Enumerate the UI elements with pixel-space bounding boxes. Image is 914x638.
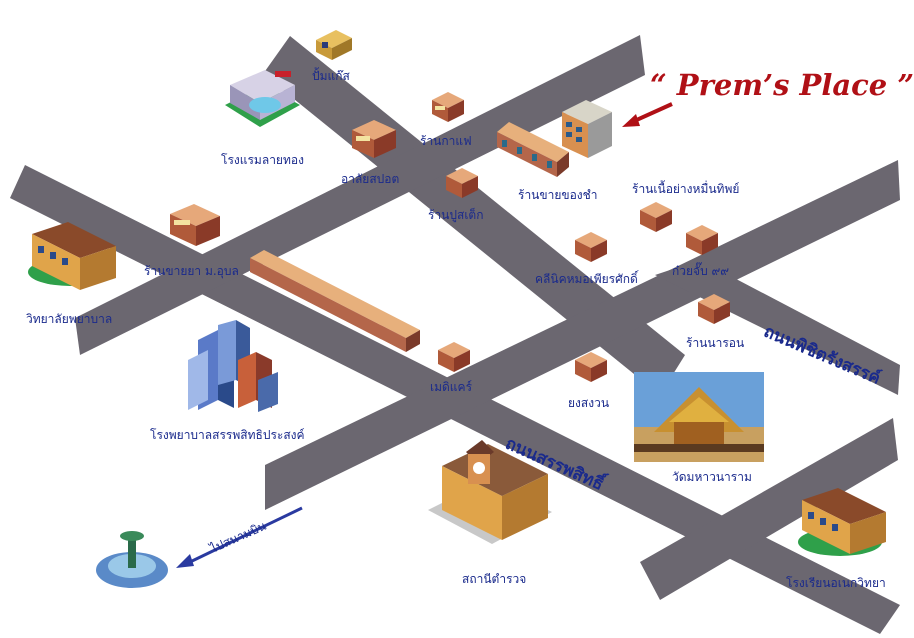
label-noodle: ก๋วยจั๊บ ๙๙ xyxy=(672,264,730,278)
building-icon xyxy=(562,100,612,158)
townhouse-icon xyxy=(497,122,569,177)
townhouse-icon xyxy=(250,250,420,352)
airport-icon xyxy=(96,531,168,588)
shop-icon xyxy=(352,120,396,158)
label-hotel: โรงแรมลายทอง xyxy=(221,153,304,167)
school-icon xyxy=(28,222,116,290)
temple-photo xyxy=(634,372,764,462)
shop-icon xyxy=(686,225,718,255)
shop-icon xyxy=(438,342,470,372)
label-hospital: โรงพยาบาลสรรพสิทธิประสงค์ xyxy=(150,428,305,442)
shop-icon xyxy=(698,294,730,324)
label-souvenir: ร้านขายของชำ xyxy=(518,188,598,202)
road-pichit xyxy=(265,160,900,510)
label-nursing-college: วิทยาลัยพยาบาล xyxy=(26,312,113,326)
shop-icon xyxy=(446,168,478,198)
label-clinic: คลีนิคหมอเพียรศักดิ์ xyxy=(535,272,638,286)
shop-icon xyxy=(575,352,607,382)
label-cafe: ร้านกาแฟ xyxy=(420,134,472,148)
shop-icon xyxy=(432,92,464,122)
label-police: สถานีตำรวจ xyxy=(462,572,527,586)
shop-icon xyxy=(170,204,220,246)
label-naron: ร้านนารอน xyxy=(686,336,745,350)
label-school: โรงเรียนอเนกวิทยา xyxy=(786,576,886,590)
shop-icon xyxy=(640,202,672,232)
label-beef: ร้านเนื้อย่างหมื่นทิพย์ xyxy=(632,182,740,196)
label-yongsuan: ยงสงวน xyxy=(568,396,610,410)
hotel-icon xyxy=(225,70,300,127)
police-station-icon xyxy=(428,440,552,544)
label-pharmacy: ร้านขายยา ม.อุบล xyxy=(144,264,239,278)
label-medicare: เมดิแคร์ xyxy=(430,380,473,394)
label-temple: วัดมหาวนาราม xyxy=(672,470,752,484)
arrow-icon xyxy=(176,506,303,568)
road-side-right xyxy=(655,260,900,395)
gas-station-icon xyxy=(316,30,352,60)
skyscraper-icon xyxy=(188,320,278,412)
school-icon xyxy=(798,488,886,556)
label-alai-spot: อาลัยสปอต xyxy=(341,172,400,186)
label-bakery: ร้านปูสเต็ก xyxy=(428,208,484,222)
road-upper-crossing xyxy=(75,35,645,355)
map-title: “ Prem’s Place ” xyxy=(650,68,914,102)
arrow-icon xyxy=(622,102,673,127)
label-gas-station: ปั้มแก๊ส xyxy=(312,69,350,83)
shop-icon xyxy=(575,232,607,262)
road-right-lower xyxy=(640,418,898,600)
